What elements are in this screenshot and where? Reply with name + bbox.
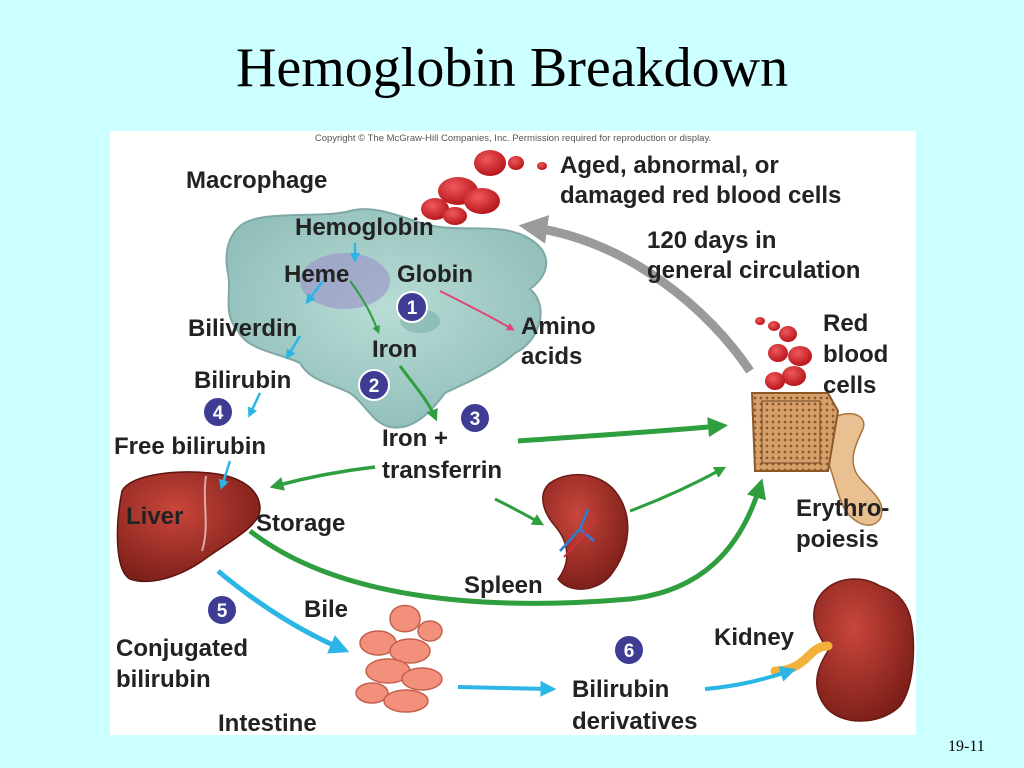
label-rbc-line-1: Red [823, 310, 868, 337]
label-bilirubin: Bilirubin [194, 367, 291, 394]
intestine-organ [355, 604, 443, 713]
blue-arrow-liver-to-intestine [216, 569, 350, 654]
green-arrow-transferrin-to-marrow [517, 417, 728, 444]
copyright-notice: Copyright © The McGraw-Hill Companies, I… [315, 133, 711, 144]
step-circle-4: 4 [202, 396, 234, 428]
label-biliverdin: Biliverdin [188, 315, 297, 342]
label-amino-line-1: Amino [521, 313, 596, 340]
step-circle-1: 1 [396, 291, 428, 323]
label-kidney: Kidney [714, 624, 795, 651]
blue-arrow-biliverdin-to-bilirubin [285, 335, 302, 360]
slide-number: 19-11 [948, 738, 985, 755]
step-number-5: 5 [217, 601, 228, 622]
label-conjugated-line-2: bilirubin [116, 666, 211, 693]
label-liver: Liver [126, 503, 183, 530]
label-amino-line-2: acids [521, 343, 582, 370]
blue-arrow-intestine-to-derivatives [457, 680, 557, 697]
hemoglobin-breakdown-diagram: Copyright © The McGraw-Hill Companies, I… [114, 133, 915, 735]
red-blood-cells [755, 317, 812, 390]
label-conjugated-line-1: Conjugated [116, 635, 248, 662]
green-arrow-transferrin-to-liver [269, 465, 376, 491]
step-number-1: 1 [407, 298, 418, 319]
label-intestine: Intestine [218, 710, 317, 735]
green-arrow-liver-storage-to-marrow [248, 478, 767, 606]
step-number-4: 4 [213, 403, 224, 424]
label-iron: Iron [372, 336, 417, 363]
figure-panel: Copyright © The McGraw-Hill Companies, I… [110, 131, 916, 735]
label-rbc-line-3: cells [823, 372, 876, 399]
step-number-3: 3 [470, 409, 481, 430]
aged-red-blood-cells [421, 150, 547, 225]
label-rbc-line-2: blood [823, 341, 888, 368]
label-erythropoiesis-line-2: poiesis [796, 526, 879, 553]
label-bile: Bile [304, 596, 348, 623]
bone-marrow [750, 392, 883, 526]
label-globin: Globin [397, 261, 473, 288]
step-circle-5: 5 [206, 594, 238, 626]
green-arrow-transferrin-to-spleen [494, 497, 545, 526]
gray-arrow-to-aged-cells [518, 215, 754, 374]
label-bilirubin-derivatives-line-2: derivatives [572, 708, 697, 735]
blue-arrow-derivatives-to-kidney [704, 666, 797, 691]
label-aged-cells-line-2: damaged red blood cells [560, 182, 841, 209]
slide-title: Hemoglobin Breakdown [235, 37, 789, 99]
label-iron-transferrin-line-1: Iron + [382, 425, 448, 452]
step-number-2: 2 [369, 376, 380, 397]
pink-arrow-globin-to-amino-acids [439, 290, 515, 331]
label-hemoglobin: Hemoglobin [295, 214, 434, 241]
label-120-days-line-2: general circulation [647, 257, 860, 284]
macrophage-cell [225, 208, 548, 429]
kidney-organ [770, 578, 915, 722]
label-spleen: Spleen [464, 572, 543, 599]
step-circle-3: 3 [459, 402, 491, 434]
step-circle-2: 2 [358, 369, 390, 401]
blue-arrow-free-bilirubin-to-liver [219, 460, 232, 490]
label-bilirubin-derivatives-line-1: Bilirubin [572, 676, 669, 703]
green-arrow-spleen-to-marrow [629, 466, 727, 513]
blue-arrow-heme-to-biliverdin [305, 280, 324, 305]
step-circle-6: 6 [613, 634, 645, 666]
label-storage: Storage [256, 510, 345, 537]
label-120-days-line-1: 120 days in [647, 227, 776, 254]
green-arrow-heme-to-iron [349, 280, 380, 334]
macrophage-nucleus [300, 253, 390, 309]
label-aged-cells-line-1: Aged, abnormal, or [560, 152, 779, 179]
label-iron-transferrin-line-2: transferrin [382, 457, 502, 484]
label-erythropoiesis-line-1: Erythro- [796, 495, 889, 522]
blue-arrow-bilirubin-to-free-bilirubin [248, 392, 262, 418]
label-heme: Heme [284, 261, 349, 288]
liver-organ [116, 471, 261, 583]
label-free-bilirubin: Free bilirubin [114, 433, 266, 460]
green-arrow-iron-to-transferrin [398, 365, 438, 422]
label-macrophage: Macrophage [186, 167, 327, 194]
step-number-6: 6 [624, 641, 635, 662]
